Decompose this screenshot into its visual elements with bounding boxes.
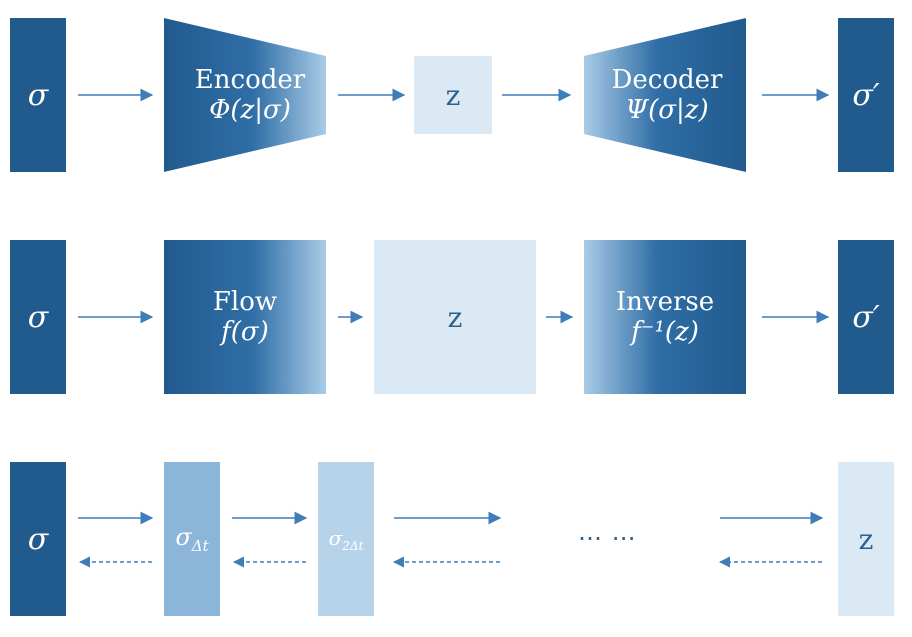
flow-box: Flow f(σ): [164, 240, 326, 394]
flow-formula: f(σ): [221, 317, 269, 347]
row2-latent-label: z: [447, 300, 463, 334]
inverse-formula: f⁻¹(z): [631, 317, 699, 347]
encoder-formula: Φ(z|σ): [209, 95, 291, 125]
step2-sub: 2Δt: [342, 538, 364, 553]
step2-base: σ: [328, 525, 343, 550]
step2-symbol: σ2Δt: [329, 526, 364, 553]
row2-latent-box: z: [374, 240, 536, 394]
row3-input-label: σ: [27, 521, 49, 557]
decoder-shape: [584, 18, 746, 172]
encoder-text: Encoder Φ(z|σ): [164, 18, 336, 172]
row2-input-box: σ: [10, 240, 66, 394]
ellipsis: ⋯ ⋯: [578, 524, 637, 552]
step1-base: σ: [175, 523, 192, 552]
row1-input-label: σ: [27, 77, 49, 113]
step1-box: σΔt: [164, 462, 220, 616]
step2-box: σ2Δt: [318, 462, 374, 616]
row3-input-box: σ: [10, 462, 66, 616]
encoder-shape: [164, 18, 326, 172]
flow-title: Flow: [212, 287, 278, 317]
row3-output-box: z: [838, 462, 894, 616]
row1-latent-label: z: [445, 78, 461, 112]
row2-input-label: σ: [27, 299, 49, 335]
row2-output-box: σ′: [838, 240, 894, 394]
decoder-formula: Ψ(σ|z): [625, 95, 709, 125]
inverse-box: Inverse f⁻¹(z): [584, 240, 746, 394]
row3-output-label: z: [858, 522, 874, 556]
inverse-title: Inverse: [615, 287, 715, 317]
row1-input-box: σ: [10, 18, 66, 172]
row2-output-label: σ′: [852, 299, 880, 335]
decoder-text: Decoder Ψ(σ|z): [584, 18, 750, 172]
decoder-title: Decoder: [611, 65, 723, 95]
row1-output-label: σ′: [852, 77, 880, 113]
step1-sub: Δt: [191, 536, 209, 555]
row1-output-box: σ′: [838, 18, 894, 172]
row1-latent-box: z: [414, 56, 492, 134]
encoder-title: Encoder: [194, 65, 306, 95]
step1-symbol: σΔt: [175, 523, 208, 555]
